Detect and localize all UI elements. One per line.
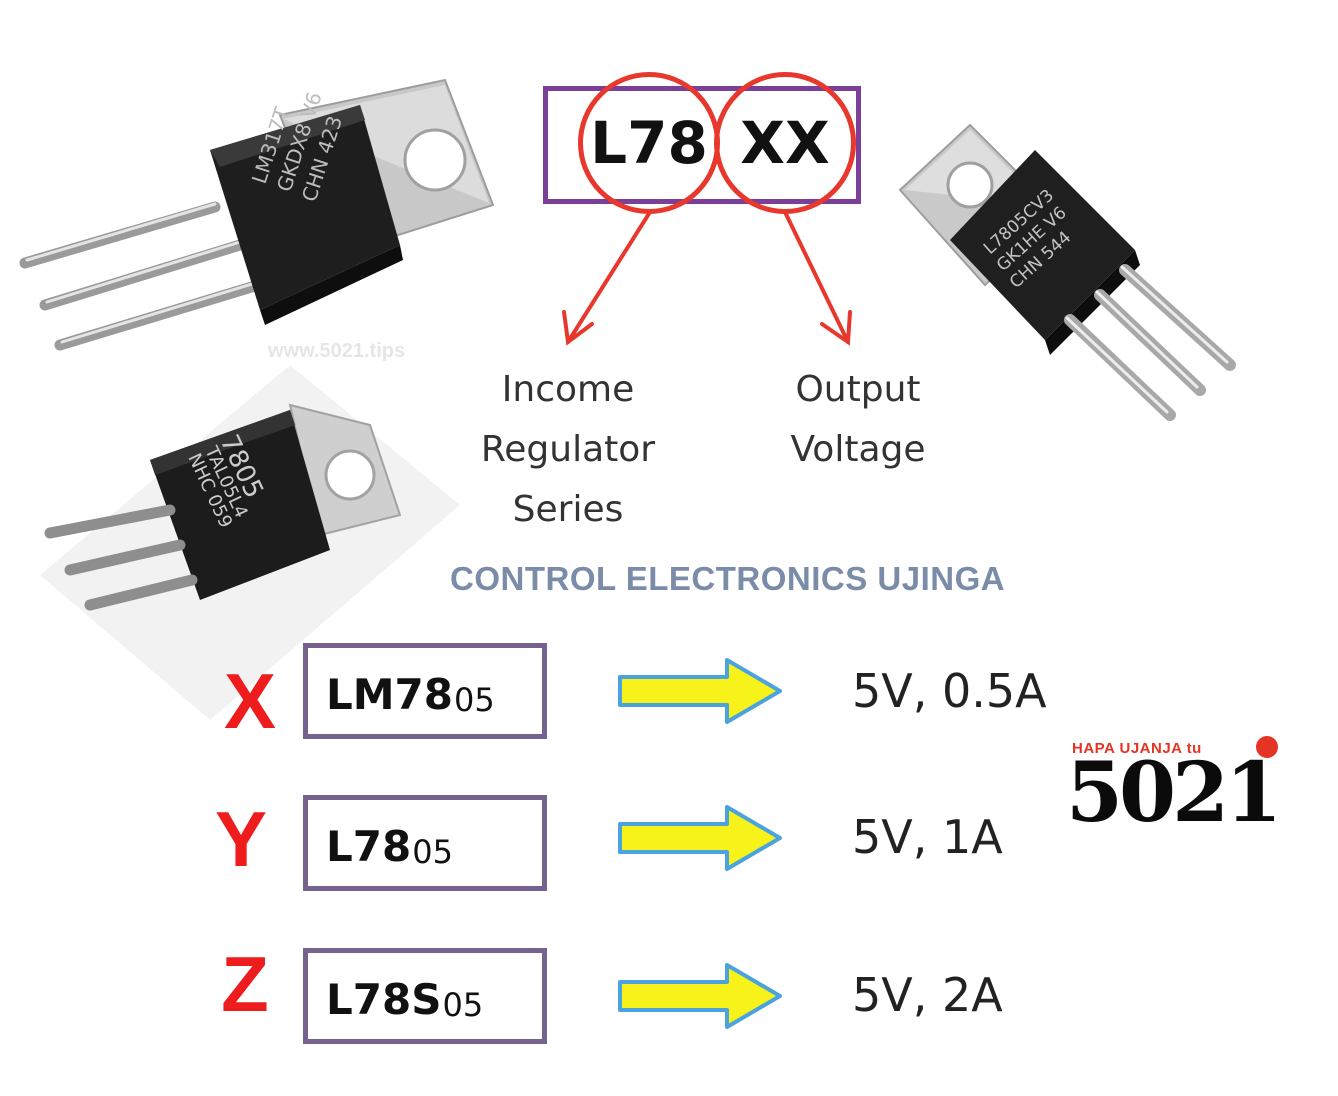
variant-part-sub-x: 05 — [454, 681, 495, 719]
variant-part-main-z: L78S — [326, 975, 442, 1024]
7805-regulator-image: 7805 TAL05L4 NHC 059 — [40, 365, 460, 720]
variant-spec-y: 5V, 1A — [852, 810, 1003, 864]
brand-title: CONTROL ELECTRONICS UJINGA — [450, 560, 1006, 597]
logo-number: 5021 — [1066, 745, 1282, 841]
code-box — [543, 86, 861, 204]
variant-part-main-y: L78 — [326, 822, 412, 871]
variant-arrow-x — [618, 658, 782, 724]
variant-spec-x: 5V, 0.5A — [852, 664, 1047, 718]
pointer-arrows — [562, 210, 852, 346]
variant-part-main-x: LM78 — [326, 670, 454, 719]
code-part2-circle: XX — [714, 72, 856, 214]
label-regulator-series: Income Regulator Series — [448, 360, 688, 540]
label-output-voltage: Output Voltage — [748, 360, 968, 480]
variant-letter-y: Y — [214, 795, 268, 883]
code-part1-circle: L78 — [578, 72, 720, 214]
variant-letter-z: Z — [221, 940, 269, 1028]
label-right-line2: Voltage — [790, 429, 926, 470]
variant-arrow-y — [618, 805, 782, 871]
watermark: www.5021.tips — [268, 340, 406, 362]
label-left-line3: Series — [512, 489, 624, 530]
l7805cv3-regulator-image: L7805CV3 GK1HE V6 CHN 544 — [898, 123, 1236, 421]
label-left-line2: Regulator — [480, 429, 656, 470]
label-left-line1: Income — [501, 369, 635, 410]
lm317t-regulator-image: LM317T GKDX8 V6 CHN 423 — [19, 78, 495, 351]
variant-spec-z: 5V, 2A — [852, 968, 1003, 1022]
variant-letter-x: X — [223, 657, 277, 745]
code-part2-text: XX — [740, 109, 830, 177]
variant-part-sub-y: 05 — [412, 833, 453, 871]
logo-dot — [1256, 736, 1278, 758]
code-part1-text: L78 — [590, 109, 708, 177]
logo-tagline: HAPA UJANJA tu — [1072, 740, 1202, 757]
right-pointer-arrow — [783, 210, 850, 344]
left-pointer-arrow — [566, 210, 652, 344]
label-right-line1: Output — [795, 369, 921, 410]
variant-part-sub-z: 05 — [442, 986, 484, 1024]
variant-arrow-z — [618, 963, 782, 1029]
